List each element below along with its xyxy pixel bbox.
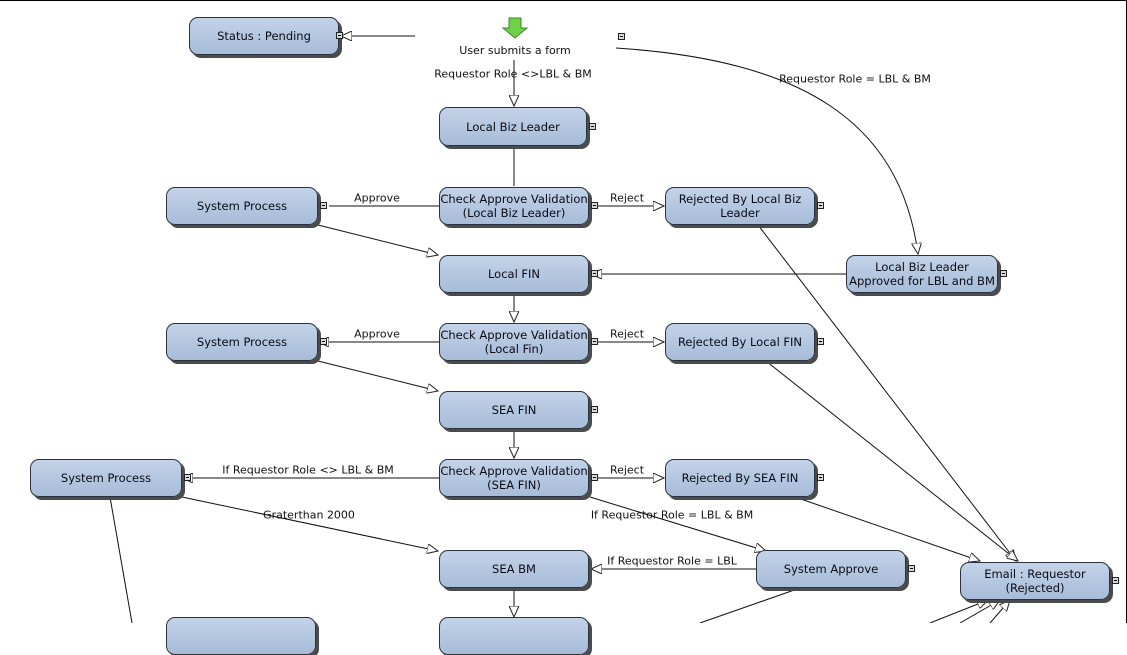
collapse-icon[interactable] bbox=[320, 202, 327, 209]
collapse-icon[interactable] bbox=[591, 474, 598, 481]
canvas-top-border bbox=[0, 0, 1127, 1]
edge-label: Reject bbox=[609, 463, 645, 477]
node-system-process-3[interactable]: System Process bbox=[30, 459, 182, 497]
collapse-icon[interactable] bbox=[1000, 270, 1007, 277]
node-system-process-2[interactable]: System Process bbox=[166, 323, 318, 361]
start-label: User submits a form bbox=[459, 44, 571, 57]
start-icon bbox=[501, 17, 529, 39]
edge-label: Reject bbox=[609, 191, 645, 205]
collapse-icon[interactable] bbox=[1112, 577, 1119, 584]
edge-rejected3-to-email bbox=[794, 496, 980, 561]
collapse-icon[interactable] bbox=[320, 338, 327, 345]
edge-label: If Requestor Role <> LBL & BM bbox=[222, 463, 394, 477]
node-lbl-approved[interactable]: Local Biz Leader Approved for LBL and BM bbox=[846, 255, 998, 293]
collapse-icon[interactable] bbox=[591, 406, 598, 413]
collapse-icon[interactable] bbox=[618, 33, 625, 40]
node-local-biz-leader[interactable]: Local Biz Leader bbox=[439, 107, 587, 146]
collapse-icon[interactable] bbox=[336, 32, 343, 39]
edge-system2-to-seafin bbox=[317, 360, 438, 391]
node-system-approve[interactable]: System Approve bbox=[756, 550, 906, 588]
edge-label: Reject bbox=[609, 327, 645, 341]
edge-to-email-3 bbox=[989, 600, 1010, 623]
edge-system3-to-seabm bbox=[181, 496, 438, 551]
node-check-seafin[interactable]: Check Approve Validation (SEA FIN) bbox=[439, 459, 589, 497]
edge-label: If Requestor Role = LBL bbox=[607, 554, 737, 568]
node-rejected-lbl[interactable]: Rejected By Local Biz Leader bbox=[665, 187, 815, 225]
collapse-icon[interactable] bbox=[591, 202, 598, 209]
node-local-fin[interactable]: Local FIN bbox=[439, 255, 589, 293]
node-sea-fin[interactable]: SEA FIN bbox=[439, 391, 589, 429]
edge-check3-to-systemapprove bbox=[589, 496, 766, 551]
node-check-lbl[interactable]: Check Approve Validation (Local Biz Lead… bbox=[439, 187, 589, 225]
edge-rejected1-to-email bbox=[757, 224, 1016, 561]
edge-start-to-approved bbox=[615, 47, 918, 254]
workflow-canvas bbox=[109, 17, 1127, 623]
node-system-process-1[interactable]: System Process bbox=[166, 187, 318, 225]
edge-system1-to-localfin bbox=[317, 224, 438, 255]
edge-to-email-2 bbox=[959, 600, 1000, 623]
node-email-rejected[interactable]: Email : Requestor (Rejected) bbox=[960, 562, 1110, 600]
edge-label: Requestor Role <>LBL & BM bbox=[434, 67, 592, 81]
node-sea-bm[interactable]: SEA BM bbox=[439, 550, 589, 588]
edge-label: If Requestor Role = LBL & BM bbox=[590, 508, 754, 522]
collapse-icon[interactable] bbox=[591, 338, 598, 345]
node-rejected-seafin[interactable]: Rejected By SEA FIN bbox=[665, 459, 815, 497]
edge-to-email-1 bbox=[929, 600, 988, 623]
edge-system3-down bbox=[109, 496, 133, 623]
node-check-lfin[interactable]: Check Approve Validation (Local Fin) bbox=[439, 323, 589, 361]
collapse-icon[interactable] bbox=[589, 122, 596, 130]
node-rejected-lfin[interactable]: Rejected By Local FIN bbox=[665, 323, 815, 361]
edge-label: Approve bbox=[354, 327, 400, 341]
node-status-pending[interactable]: Status : Pending bbox=[189, 17, 339, 55]
collapse-icon[interactable] bbox=[591, 270, 598, 277]
collapse-icon[interactable] bbox=[817, 338, 824, 345]
edge-rejected2-to-email bbox=[765, 360, 1018, 561]
collapse-icon[interactable] bbox=[908, 565, 915, 572]
collapse-icon[interactable] bbox=[817, 202, 824, 209]
collapse-icon[interactable] bbox=[184, 474, 191, 481]
edge-label: Approve bbox=[354, 191, 400, 205]
edge-label: Requestor Role = LBL & BM bbox=[779, 72, 931, 86]
edge-systemapprove-down bbox=[699, 587, 801, 623]
edge-label: Graterthan 2000 bbox=[263, 508, 355, 522]
collapse-icon[interactable] bbox=[817, 474, 824, 481]
